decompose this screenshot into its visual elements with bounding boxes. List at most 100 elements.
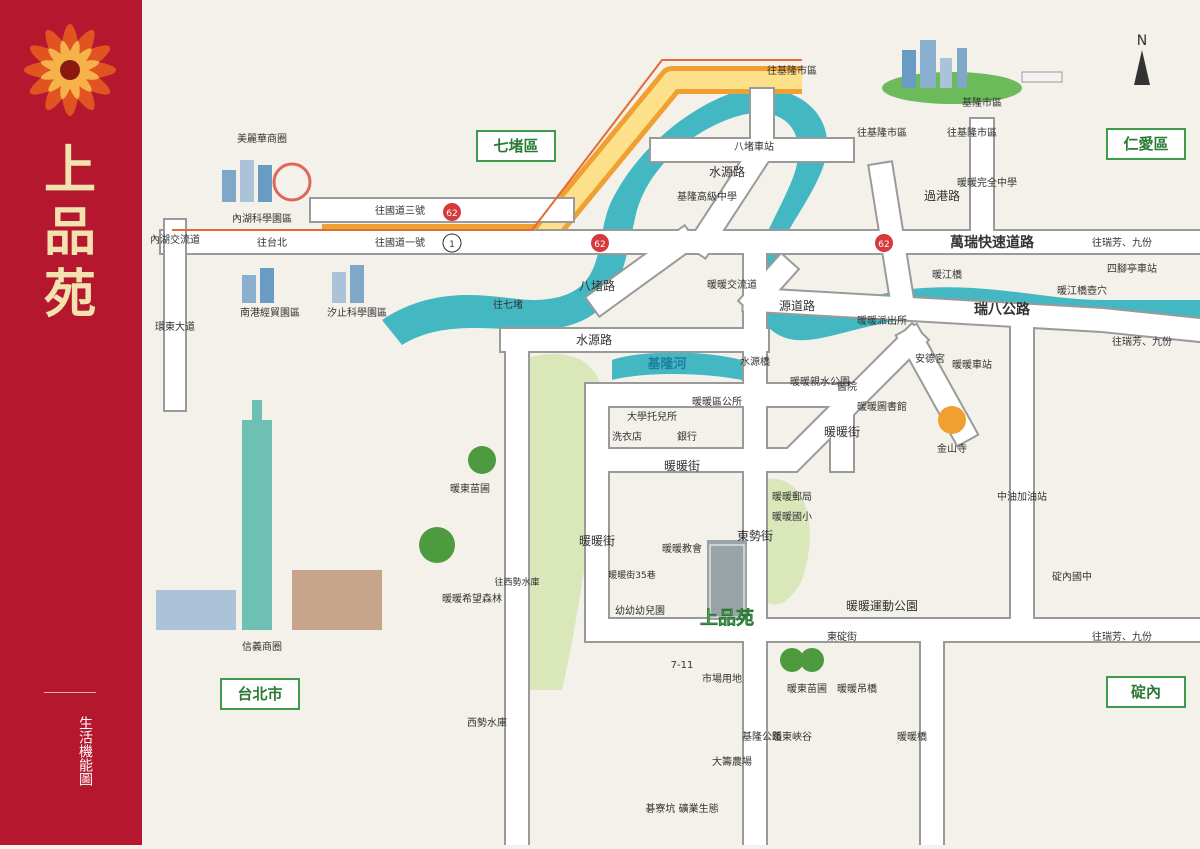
page-subtitle: 生活機能圖 [44,692,96,801]
eco-label: 碁寮坑 礦業生態 [645,802,718,815]
to-keelung-v2-label: 往基隆市區 [947,126,997,139]
badu-station-label: 八堵車站 [734,140,774,153]
huandong-label: 環東大道 [155,320,195,333]
map-area: 基隆市區 美麗華商圈 內湖科學園區 南港經貿園區 汐止科學園區 信義商圈 上品苑… [142,0,1200,849]
shuiyuan-bridge-label: 水源橋 [740,355,770,368]
nuannuan-jiaoliu-label: 暖暖交流道 [707,278,757,291]
market-label: 市場用地 [702,672,742,685]
river-branch [612,352,742,380]
nuannuan-st-diag-label: 暖暖街 [824,425,860,439]
svg-text:62: 62 [446,209,457,219]
nuannuan-police-label: 暖暖派出所 [857,314,907,327]
district-taipei: 台北市 [220,678,300,710]
district-renai: 仁愛區 [1106,128,1186,160]
church-label: 暖暖教會 [662,542,702,555]
page-title: 上品苑 [43,140,96,325]
district-office-label: 暖暖區公所 [692,395,742,408]
shuiyuan-label: 水源路 [709,164,745,179]
to-ruifang-2-label: 往瑞芳、九份 [1112,335,1172,348]
jinshan-icon [938,406,966,434]
route1-shield: 1 [442,233,462,253]
xidu-station-label: 四腳亭車站 [1107,262,1157,275]
ruiba-label: 瑞八公路 [974,301,1031,318]
zhongrui-label: 中油加油站 [997,490,1047,503]
keelung-city-road-label: 往基隆市區 [767,64,817,77]
route62-shield-a: 62 [443,203,461,221]
lane35-label: 暖暖街35巷 [608,569,655,581]
nangang-skyline [242,265,364,303]
shuiyuan-v-label: 水源路 [576,332,612,347]
north-arrow-icon: N [1134,33,1150,85]
jinshan-label: 金山寺 [937,442,967,455]
map-canvas: 基隆市區 美麗華商圈 內湖科學園區 南港經貿園區 汐止科學園區 信義商圈 上品苑… [150,33,1200,849]
taipei-101 [156,400,382,630]
sports-park-label: 暖暖運動公園 [846,599,918,613]
nuannuan-hs-label: 基隆高級中學 [677,190,737,203]
dadu-clinic-label: 大學托兒所 [627,410,677,423]
route62-shield-b: 62 [591,234,609,252]
jindi-label: 碇內國中 [1052,570,1092,583]
project-building [707,540,747,620]
yuan-dao-label: 源道路 [779,298,815,313]
nuannuan-bridge-label: 暖暖橋 [897,730,927,743]
svg-text:62: 62 [878,240,889,250]
sidebar: 上品苑 生活機能圖 [0,0,142,845]
hospital-label: 醫院 [837,380,857,393]
project-label: 上品苑 [700,607,754,629]
to-taipei-label: 往台北 [257,236,287,249]
nuandong-garden-label: 暖東苗圃 [787,682,827,695]
seven-label: 7-11 [671,660,694,671]
district-nuannei: 碇內 [1106,676,1186,708]
xinyi-label: 信義商圈 [242,640,282,653]
to-xishi-label: 往西勢水庫 [494,576,539,588]
keelung-river [382,88,1200,345]
nuanjiang-bridge-label: 暖江橋 [932,268,962,281]
huangang-label: 過港路 [924,188,960,203]
meili-label: 美麗華商圈 [237,132,287,145]
freeway1-label: 往國道一號 [375,236,425,249]
freeway3-label: 往國道三號 [375,204,425,217]
meili-skyline [222,160,312,202]
nuannuan-st-label: 暖暖街 [664,459,700,473]
wanrui-label: 萬瑞快速道路 [950,234,1035,251]
nuannuan-st-v-label: 暖暖街 [579,534,615,548]
svg-text:62: 62 [594,240,605,250]
park-green [522,353,604,690]
jiguang-road-label: 基隆公路 [742,730,782,743]
to-qidu-label: 往七堵 [493,298,523,311]
neihu-tech-label: 內湖科學園區 [232,212,292,225]
keelung-river-label: 基隆河 [646,356,686,372]
kindergarten-label: 幼幼幼兒園 [615,604,665,617]
badu-label: 八堵路 [579,278,615,293]
nuandong-gorge-label: 暖東峽谷 [772,730,812,743]
laundry-label: 洗衣店 [612,430,642,443]
xishi-label: 西勢水庫 [467,716,507,729]
keelung-city-label: 基隆市區 [962,96,1002,109]
neihu-jiaoliu-label: 內湖交流道 [150,233,200,246]
xizhi-label: 汐止科學園區 [327,306,387,319]
nangang-label: 南港經貿園區 [240,306,300,319]
anqing-label: 安德宮 [915,352,945,365]
route62-shield-c: 62 [875,234,893,252]
tree-icon [419,446,824,672]
library-label: 暖暖圖書館 [857,400,907,413]
suspension-label: 暖暖吊橋 [837,682,877,695]
flower-icon [24,24,116,116]
bank-label: 銀行 [677,430,697,443]
svg-text:N: N [1137,33,1147,49]
dongding-label: 東碇街 [827,630,857,643]
red-line [172,59,802,231]
nuandong-park-label: 暖東苗圃 [450,482,490,495]
to-ruifang-3-label: 往瑞芳、九份 [1092,630,1152,643]
keelung-skyline [882,40,1063,104]
dapeng-label: 大籌農場 [712,755,752,768]
district-qidu: 七堵區 [476,130,556,162]
post-label: 暖暖郵局 [772,490,812,503]
to-keelung-v-label: 往基隆市區 [857,126,907,139]
dongshi-label: 東勢街 [737,528,773,543]
elementary-label: 暖暖國小 [772,510,812,523]
hope-forest-label: 暖暖希望森林 [442,592,502,605]
nuanjiang-tunnel-label: 暖江橋壺穴 [1057,284,1107,297]
nuannuan-park-label: 暖暖親水公園 [790,375,850,388]
nuannuan-station-label: 暖暖車站 [952,358,992,371]
